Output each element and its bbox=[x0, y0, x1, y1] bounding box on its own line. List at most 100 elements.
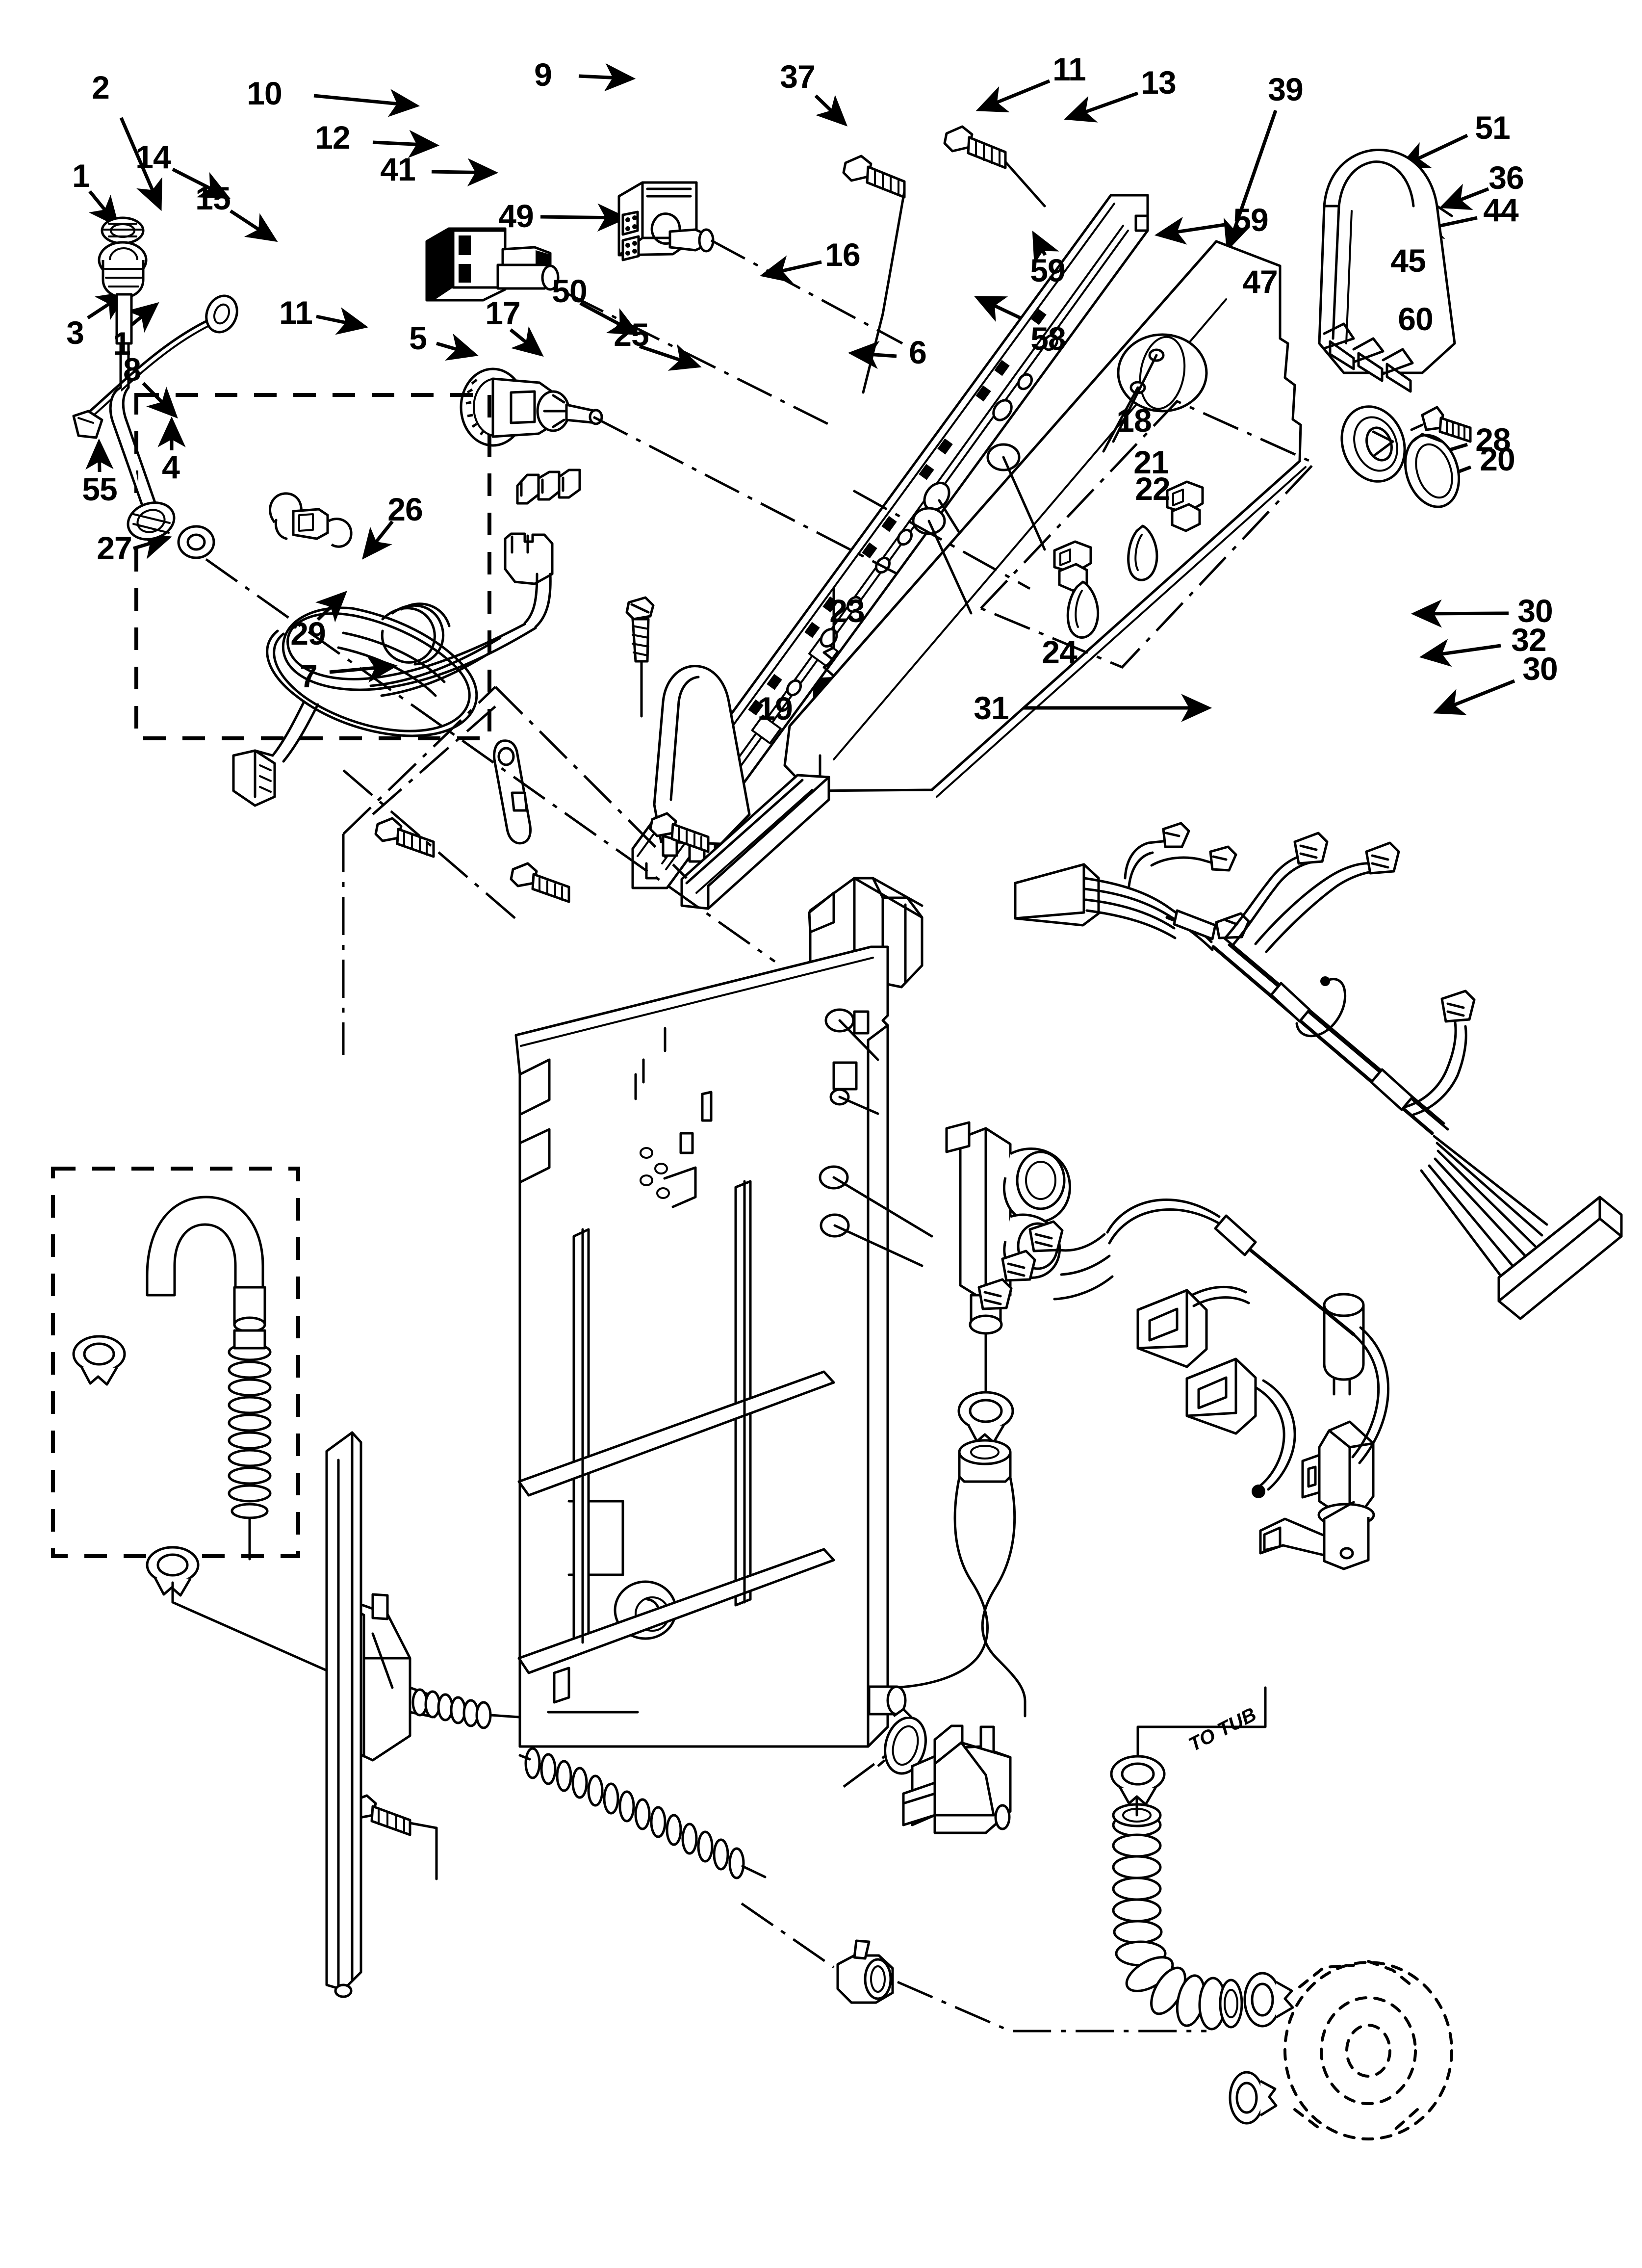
callout-1b: 1 bbox=[113, 325, 131, 362]
callout-8: 8 bbox=[123, 351, 141, 388]
part-air-dome-hose bbox=[868, 1439, 1026, 1718]
part-clamp-23 bbox=[843, 1708, 927, 1788]
part-knob-clips bbox=[1053, 480, 1204, 639]
callout-11a: 11 bbox=[1052, 51, 1086, 87]
callout-21: 21 bbox=[1133, 444, 1169, 480]
callout-18: 18 bbox=[1116, 402, 1152, 439]
callout-58: 58 bbox=[1030, 320, 1066, 357]
callout-6: 6 bbox=[909, 334, 927, 370]
part-lid-switch bbox=[342, 1593, 520, 1762]
part-strain-relief-clip bbox=[269, 492, 353, 548]
lid-switch-coil bbox=[411, 1688, 492, 1729]
callout-44: 44 bbox=[1483, 192, 1518, 228]
callout-26: 26 bbox=[387, 491, 423, 527]
part-screw-11a bbox=[943, 125, 1046, 208]
callout-45: 45 bbox=[1390, 242, 1426, 279]
part-capacitor bbox=[1323, 1293, 1365, 1396]
dash-group-14 bbox=[134, 393, 491, 740]
callout-30b: 30 bbox=[1522, 651, 1558, 687]
callout-32: 32 bbox=[1511, 622, 1546, 658]
part-clip-44 bbox=[1404, 433, 1461, 508]
callout-27: 27 bbox=[97, 530, 132, 566]
part-pump-phantom bbox=[1283, 1960, 1453, 2140]
part-console-rear-panel bbox=[783, 240, 1307, 798]
callout-22: 22 bbox=[1135, 470, 1170, 507]
part-lead-wire bbox=[72, 294, 238, 439]
part-clamp-31 bbox=[1229, 2071, 1278, 2125]
callout-60: 60 bbox=[1398, 301, 1433, 337]
callout-47: 47 bbox=[1242, 263, 1278, 300]
part-screw-11b bbox=[374, 817, 435, 858]
callout-37: 37 bbox=[780, 58, 815, 95]
part-brace-screw bbox=[518, 1747, 767, 1879]
callout-14: 14 bbox=[135, 139, 171, 175]
part-front-panel-brace bbox=[325, 1431, 362, 1998]
part-clamp-30a bbox=[1110, 1686, 1267, 1806]
part-pressure-switch-bracket bbox=[1259, 1420, 1375, 1570]
part-water-inlet-nozzle bbox=[902, 1724, 1012, 1834]
part-console-end-cap bbox=[1318, 149, 1456, 393]
callout-30a: 30 bbox=[1517, 593, 1553, 629]
dash-group-lower bbox=[342, 686, 688, 1055]
panel-coil bbox=[524, 1747, 745, 1879]
callout-59b: 59 bbox=[1030, 252, 1065, 288]
callout-29: 29 bbox=[290, 615, 326, 652]
part-switch-9 bbox=[617, 181, 715, 261]
callout-5: 5 bbox=[409, 320, 427, 356]
part-screw-17 bbox=[510, 862, 570, 903]
callout-13: 13 bbox=[1141, 64, 1176, 101]
callout-1a: 1 bbox=[72, 157, 90, 194]
callout-24: 24 bbox=[1042, 634, 1077, 670]
part-power-cord bbox=[232, 532, 554, 807]
fill-hose-corrugation bbox=[228, 1343, 272, 1519]
part-screw-29 bbox=[349, 1794, 438, 1880]
callout-15: 15 bbox=[195, 180, 231, 216]
part-screw-50 bbox=[649, 812, 710, 853]
callout-7: 7 bbox=[300, 658, 318, 694]
part-washer-1b bbox=[177, 525, 215, 559]
part-nut-1 bbox=[101, 216, 145, 245]
callout-3: 3 bbox=[66, 314, 84, 351]
part-clamp-27 bbox=[146, 1546, 345, 1679]
drain-hose-corrugation bbox=[1112, 1813, 1227, 2031]
callout-55: 55 bbox=[82, 471, 117, 507]
callout-36: 36 bbox=[1488, 159, 1524, 196]
callout-23: 23 bbox=[829, 593, 865, 629]
callout-20: 20 bbox=[1480, 441, 1515, 477]
callout-10: 10 bbox=[247, 75, 282, 111]
callout-12: 12 bbox=[315, 119, 350, 156]
callout-41: 41 bbox=[380, 151, 415, 187]
callout-28: 28 bbox=[1475, 421, 1511, 458]
callout-19: 19 bbox=[757, 690, 793, 727]
callout-16: 16 bbox=[825, 236, 860, 273]
part-drain-hose bbox=[1112, 1790, 1243, 2031]
part-screw-49 bbox=[625, 596, 655, 718]
part-clamp-55 bbox=[72, 1335, 126, 1386]
callout-51: 51 bbox=[1475, 109, 1510, 146]
part-rear-panel bbox=[514, 945, 933, 1748]
callout-39: 39 bbox=[1268, 71, 1303, 107]
part-wire-harness bbox=[977, 822, 1623, 1498]
part-terminal-block bbox=[516, 469, 581, 505]
part-channel-bracket-25 bbox=[680, 774, 830, 910]
callout-4: 4 bbox=[162, 449, 180, 485]
part-knob-dial bbox=[1340, 405, 1406, 483]
part-inlet-hose-3 bbox=[98, 241, 176, 541]
part-fill-hose bbox=[146, 1196, 272, 1561]
callout-49: 49 bbox=[498, 198, 534, 234]
part-clamp-30b bbox=[1243, 1972, 1294, 2028]
callout-9: 9 bbox=[534, 56, 552, 93]
callout-25: 25 bbox=[614, 316, 649, 353]
part-screw-37 bbox=[842, 155, 906, 394]
part-switch-10 bbox=[425, 227, 560, 302]
callout-2: 2 bbox=[92, 69, 110, 105]
part-clamp-19 bbox=[741, 1902, 1206, 2033]
dash-group-console-knobs bbox=[978, 399, 1317, 669]
callout-59a: 59 bbox=[1233, 202, 1268, 238]
part-bracket-latch-5 bbox=[493, 739, 532, 845]
centerlines bbox=[205, 239, 1031, 963]
callout-31: 31 bbox=[974, 690, 1009, 726]
part-screw-36 bbox=[1410, 406, 1472, 443]
